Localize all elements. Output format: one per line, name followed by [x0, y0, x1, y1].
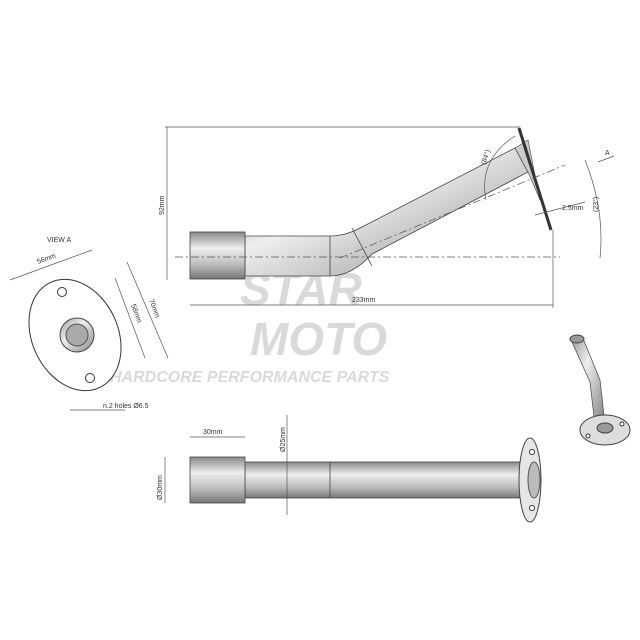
top-view: 30mm Ø30mm Ø25mm [157, 415, 542, 523]
outer-dim-label: 70mm [147, 298, 160, 319]
side-pipe-end [189, 231, 246, 280]
bend-angle-label: (23°) [592, 197, 600, 212]
side-flange [517, 127, 553, 231]
height-dim-label: 92mm [159, 195, 166, 215]
isometric-view [569, 334, 631, 446]
pipe-diameter-dim-label: Ø25mm [280, 427, 287, 452]
watermark-brand-line2: MOTO [250, 313, 387, 365]
holes-note-label: n.2 holes Ø6.5 [103, 403, 149, 410]
end-length-dim-label: 30mm [203, 429, 223, 436]
length-dim-label: 233mm [352, 297, 376, 304]
bolt-hole [57, 287, 67, 297]
flange-thickness-label: 2.5mm [562, 205, 584, 212]
side-view: 92mm 233mm (84°) (23°) 2.5mm A [159, 126, 615, 308]
top-pipe-body [244, 461, 521, 499]
end-diameter-dim-label: Ø30mm [157, 475, 164, 500]
top-pipe-end [189, 456, 246, 504]
watermark-tagline: HARDCORE PERFORMANCE PARTS [110, 369, 390, 386]
view-marker-label: A [605, 150, 610, 157]
bolt-hole [85, 373, 95, 383]
view-a-title: VIEW A [47, 237, 71, 244]
watermark: STAR MOTO HARDCORE PERFORMANCE PARTS [110, 263, 390, 386]
view-arrow-icon [597, 155, 615, 163]
